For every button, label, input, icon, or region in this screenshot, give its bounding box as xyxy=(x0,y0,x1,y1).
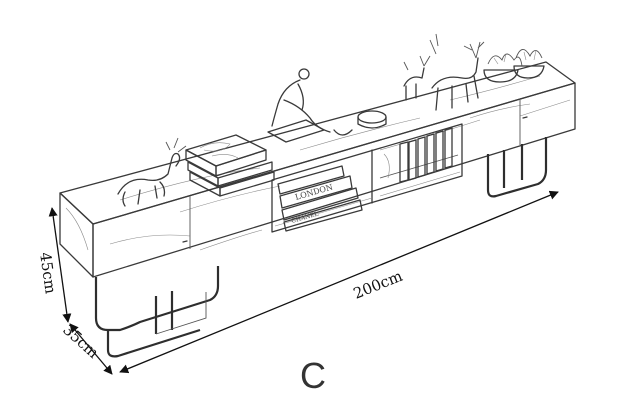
length-dimension-line xyxy=(119,190,559,374)
deer-sculpture-left xyxy=(117,137,187,207)
tv-cabinet: LONDON CHANEL xyxy=(59,61,576,278)
round-jewelry-box xyxy=(357,110,387,129)
right-leg-frame xyxy=(486,137,548,198)
reindeer-sculptures xyxy=(403,33,485,111)
dimension-annotations xyxy=(48,190,559,375)
left-drawer-knob xyxy=(182,240,188,243)
cabinet-side-face xyxy=(59,192,94,278)
height-dimension-line xyxy=(48,207,72,323)
small-bowl xyxy=(333,129,353,136)
length-dimension-label: 200cm xyxy=(351,267,405,303)
variant-label: C xyxy=(300,355,326,396)
cabinet-legs xyxy=(94,137,548,358)
upright-books xyxy=(383,127,453,183)
shelf-board xyxy=(379,154,459,179)
height-dimension-label: 45cm xyxy=(36,251,60,295)
runner-sculpture xyxy=(267,68,331,143)
right-door-knob xyxy=(522,116,528,119)
succulent-pots xyxy=(483,49,545,83)
book-stack-top xyxy=(185,134,275,197)
depth-dimension-line xyxy=(69,323,113,375)
